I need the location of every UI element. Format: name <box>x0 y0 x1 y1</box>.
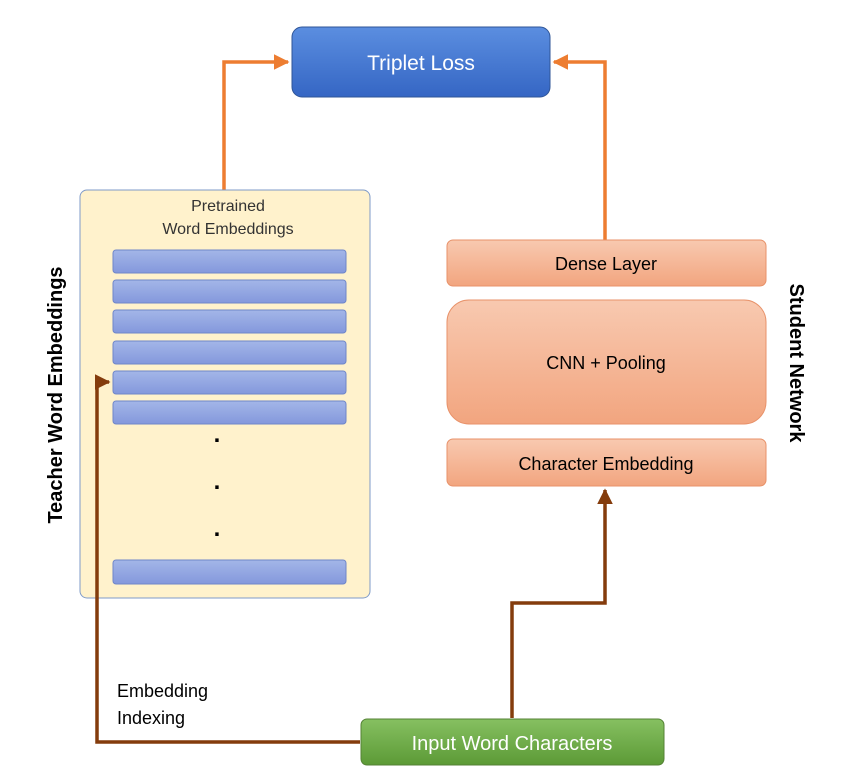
ellipsis-dot: . <box>214 421 221 448</box>
student-network: Dense Layer CNN + Pooling Character Embe… <box>446 239 767 487</box>
embedding-row <box>112 400 347 425</box>
character-embedding-label: Character Embedding <box>518 454 693 474</box>
teacher-embeddings-panel: Pretrained Word Embeddings . . . <box>79 189 371 599</box>
ellipsis-dot: . <box>214 515 221 542</box>
embedding-row <box>112 370 347 395</box>
input-to-char-embedding-arrow <box>510 488 613 718</box>
cnn-pooling-node: CNN + Pooling <box>446 299 767 425</box>
triplet-loss-label: Triplet Loss <box>367 52 475 75</box>
embedding-row <box>112 279 347 304</box>
input-to-teacher-arrow <box>94 374 360 744</box>
embedding-indexing-line1: Embedding <box>117 681 208 701</box>
embedding-row <box>112 249 347 274</box>
embedding-row <box>112 309 347 334</box>
input-word-characters-node: Input Word Characters <box>360 718 665 766</box>
dense-layer-label: Dense Layer <box>555 254 657 274</box>
input-word-characters-label: Input Word Characters <box>412 733 613 755</box>
dense-layer-node: Dense Layer <box>446 239 767 287</box>
triplet-loss-node: Triplet Loss <box>291 26 551 98</box>
embedding-row-last <box>112 559 347 585</box>
embedding-indexing-line2: Indexing <box>117 708 185 728</box>
teacher-side-label: Teacher Word Embeddings <box>45 266 67 523</box>
embedding-row <box>112 340 347 365</box>
student-side-label: Student Network <box>785 284 807 444</box>
teacher-header-line1: Pretrained <box>191 198 265 215</box>
teacher-header-line2: Word Embeddings <box>162 221 293 238</box>
student-to-loss-arrow <box>552 54 607 240</box>
cnn-pooling-label: CNN + Pooling <box>546 353 666 373</box>
ellipsis-dot: . <box>214 468 221 495</box>
teacher-to-loss-arrow <box>222 54 290 190</box>
character-embedding-node: Character Embedding <box>446 438 767 487</box>
